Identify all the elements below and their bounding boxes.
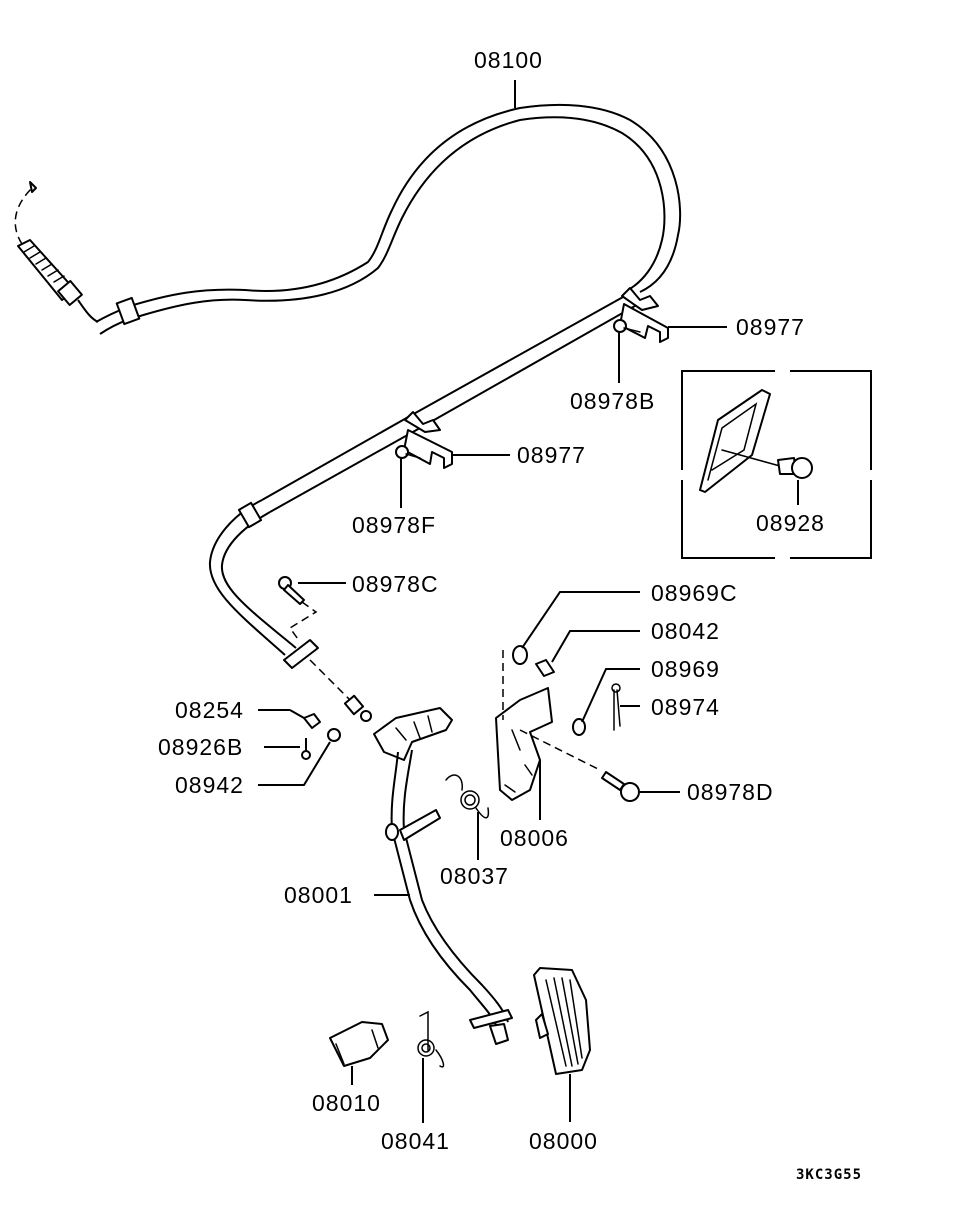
cable-end-fitting: [283, 639, 372, 722]
label-bolt-f: 08978F: [352, 512, 436, 538]
washer-08969: [572, 718, 586, 736]
pedal-pad-08000: [533, 967, 591, 1075]
accelerator-cable: [14, 80, 682, 656]
label-clamp-upper: 08977: [736, 314, 805, 340]
clamp-upper: [613, 287, 669, 343]
label-clamp-lower: 08977: [517, 442, 586, 468]
label-washer: 08969: [651, 656, 720, 682]
label-return-spring: 08041: [381, 1128, 450, 1154]
stopper-08254: [303, 713, 321, 729]
cotter-pin-08974: [611, 683, 621, 731]
spring-08037: [445, 774, 490, 819]
label-stopper: 08254: [175, 697, 244, 723]
label-washer-c: 08969C: [651, 580, 738, 606]
label-bolt-926b: 08926B: [158, 734, 243, 760]
label-cable: 08100: [474, 47, 543, 73]
bolt-c: [278, 576, 318, 643]
bushing-08042: [535, 659, 555, 677]
bolt-08926b: [301, 738, 311, 760]
label-pedal-arm: 08001: [284, 882, 353, 908]
bolt-08978d: [601, 771, 640, 802]
return-spring-08041: [417, 1010, 445, 1068]
bracket-08006: [495, 650, 601, 801]
inset-box: [680, 369, 873, 560]
nut-08942: [327, 728, 341, 742]
label-bushing: 08042: [651, 618, 720, 644]
label-bolt-b: 08978B: [570, 388, 655, 414]
label-cotter-pin: 08974: [651, 694, 720, 720]
label-clip: 08928: [756, 510, 825, 536]
label-bracket: 08006: [500, 825, 569, 851]
label-pedal-stopper: 08010: [312, 1090, 381, 1116]
drawing-code: 3KC3G55: [796, 1167, 862, 1183]
clamp-lower: [395, 411, 453, 469]
pedal-stopper-08010: [329, 1021, 389, 1067]
label-pedal-pad: 08000: [529, 1128, 598, 1154]
label-spring: 08037: [440, 863, 509, 889]
washer-08969c: [512, 645, 528, 665]
label-nut: 08942: [175, 772, 244, 798]
label-bolt-d: 08978D: [687, 779, 774, 805]
label-bolt-c: 08978C: [352, 571, 439, 597]
pedal-arm: [373, 707, 513, 1045]
